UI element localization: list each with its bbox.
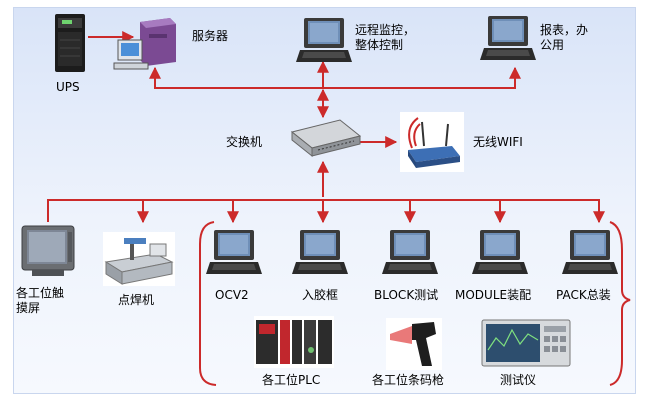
laptop-icon [206,230,262,274]
switch-label: 交换机 [226,135,263,149]
touchscreen-label-line2: 摸屏 [16,301,41,315]
laptop-icon [382,230,438,274]
ocv2-label: OCV2 [215,288,249,302]
laptop-icon [296,18,352,62]
scanner-label: 各工位条码枪 [372,373,445,387]
server-label: 服务器 [192,29,229,43]
welder-label: 点焊机 [118,293,155,307]
laptop-icon [562,230,618,274]
block-label: BLOCK测试 [374,288,439,302]
test-instrument-icon [481,319,571,367]
report-label-line1: 报表，办 [540,23,589,37]
spot-welder-icon [103,232,175,286]
ups-tower-icon [55,14,85,72]
group-bracket-left [199,221,217,386]
glue-label: 入胶框 [302,288,339,302]
laptop-icon [472,230,528,274]
plc-label: 各工位PLC [262,373,321,387]
module-label: MODULE装配 [455,288,532,302]
top-bus-line [149,66,521,89]
remote-label-line1: 远程监控， [355,23,416,37]
laptop-icon [292,230,348,274]
connection-lines [47,31,631,386]
wifi-label: 无线WIFI [473,135,523,149]
wireless-router-icon [400,112,464,172]
pack-label: PACK总装 [556,288,611,302]
group-bracket-right [609,221,631,386]
tester-label: 测试仪 [500,373,537,387]
plc-rack-icon [254,316,334,368]
desktop-pc-icon [113,18,176,70]
laptop-icon [480,16,536,60]
remote-label-line2: 整体控制 [355,38,404,52]
network-switch-icon [290,119,362,158]
barcode-scanner-icon [386,318,442,370]
touchscreen-label-line1: 各工位触 [16,286,65,300]
crt-monitor-icon [21,225,75,276]
ups-label: UPS [56,80,80,94]
report-label-line2: 公用 [540,38,565,52]
